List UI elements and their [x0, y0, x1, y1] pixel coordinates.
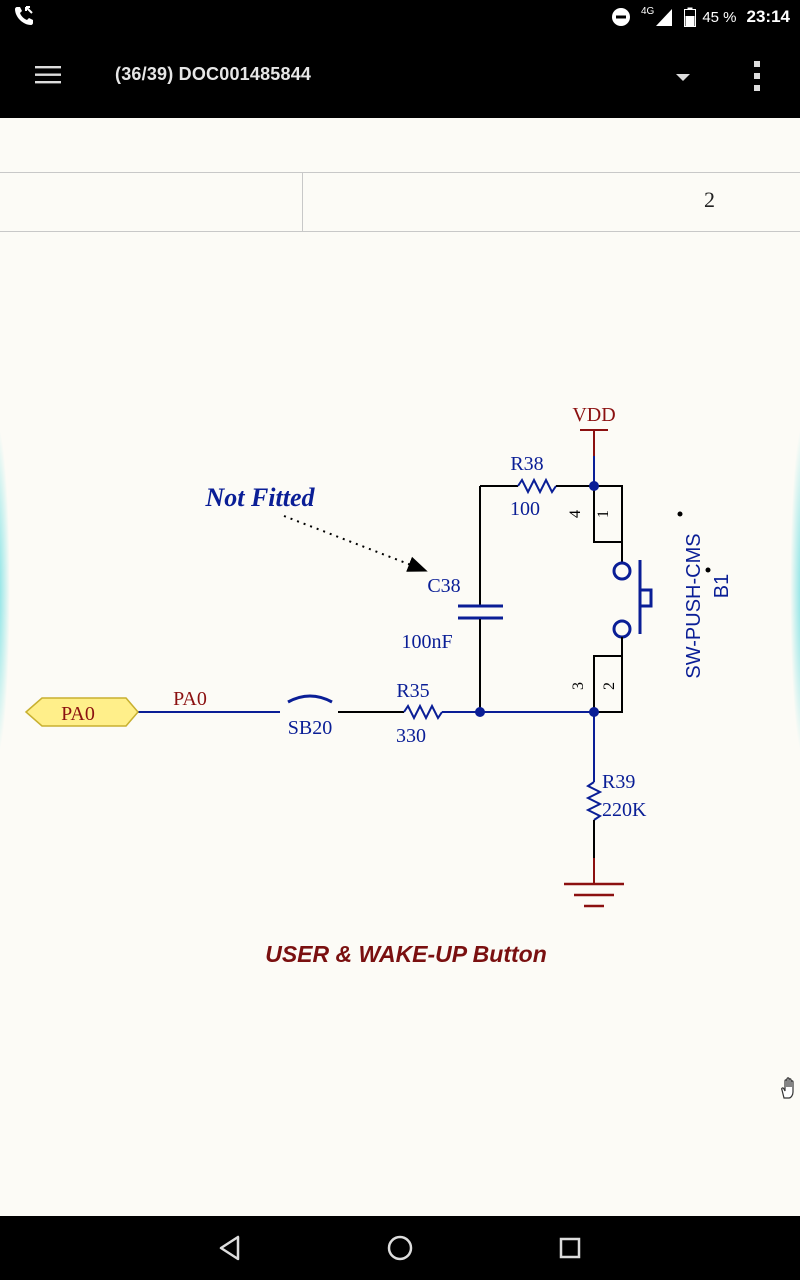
back-triangle-icon	[219, 1235, 240, 1261]
right-edge-glow	[790, 420, 800, 760]
r35-ref: R35	[396, 680, 429, 702]
switch-dot-2	[705, 567, 711, 573]
switch-contact-bottom	[612, 619, 632, 639]
schematic-diagram: VDD R38 100 C38 100nF Not Fitted 1 4 2 3	[24, 404, 733, 967]
switch-pin-block-top	[593, 485, 623, 543]
nav-back-button[interactable]	[214, 1232, 246, 1264]
switch-ref-label: B1	[711, 574, 733, 598]
schematic-caption: USER & WAKE-UP Button	[265, 941, 547, 967]
signal-strength-icon	[656, 9, 673, 26]
r35-resistor	[403, 703, 443, 721]
more-vert-icon	[754, 61, 760, 91]
app-bar: (36/39) DOC001485844	[0, 34, 800, 118]
nav-home-button[interactable]	[384, 1232, 416, 1264]
switch-pin-4: 4	[567, 510, 584, 518]
nav-recents-button[interactable]	[554, 1232, 586, 1264]
call-forwarding-icon	[15, 6, 33, 25]
dropdown-arrow-icon	[676, 74, 690, 81]
network-type: 4G	[640, 5, 655, 17]
switch-pin-2: 2	[601, 682, 618, 690]
vdd-label: VDD	[572, 404, 615, 426]
document-title: (36/39) DOC001485844	[115, 64, 312, 84]
sb20-jumper	[287, 694, 333, 704]
navigation-bar	[0, 1216, 800, 1280]
table-page-number: 2	[704, 187, 715, 212]
r38-ref: R38	[510, 453, 543, 475]
battery-percent: 45 %	[702, 8, 737, 26]
table-divider	[302, 173, 303, 231]
not-fitted-arrow	[283, 515, 428, 572]
r35-value: 330	[396, 725, 426, 747]
switch-pin-1: 1	[595, 510, 612, 518]
do-not-disturb-icon	[611, 8, 630, 26]
switch-part-label: SW-PUSH-CMS	[683, 533, 705, 678]
junction-switch-top	[589, 481, 599, 491]
c38-value: 100nF	[401, 631, 452, 653]
r38-value: 100	[510, 498, 540, 520]
switch-button	[638, 588, 653, 608]
pa0-port-label: PA0	[61, 703, 95, 725]
document-page[interactable]: 2 VDD R38 100 C38 100nF Not Fitted 1 4	[0, 118, 800, 1216]
hamburger-menu-button[interactable]	[30, 60, 66, 90]
status-bar: 4G 45 % 23:14	[0, 0, 800, 34]
clock: 23:14	[746, 7, 790, 26]
switch-contact-top	[612, 561, 632, 581]
pa0-port	[24, 697, 139, 727]
sb20-label: SB20	[288, 717, 332, 739]
junction-cap	[475, 707, 485, 717]
switch-pin-3: 3	[570, 682, 587, 690]
r39-ref: R39	[602, 771, 635, 793]
not-fitted-note: Not Fitted	[204, 483, 315, 512]
left-edge-glow	[0, 420, 10, 760]
pan-hand-icon[interactable]	[778, 1076, 800, 1100]
home-circle-icon	[387, 1235, 413, 1261]
recents-square-icon	[559, 1237, 581, 1259]
switch-dot-1	[677, 511, 683, 517]
r39-resistor	[585, 781, 603, 821]
title-block-table: 2	[0, 172, 800, 232]
r38-resistor	[517, 477, 557, 495]
hamburger-icon	[35, 66, 61, 84]
more-options-button[interactable]	[742, 56, 772, 96]
switch-pin-block-bottom	[593, 655, 623, 713]
pa0-net-label: PA0	[173, 688, 207, 710]
document-dropdown-button[interactable]	[670, 64, 696, 90]
c38-ref: C38	[427, 575, 460, 597]
r39-value: 220K	[602, 799, 647, 821]
battery-icon	[684, 7, 697, 27]
